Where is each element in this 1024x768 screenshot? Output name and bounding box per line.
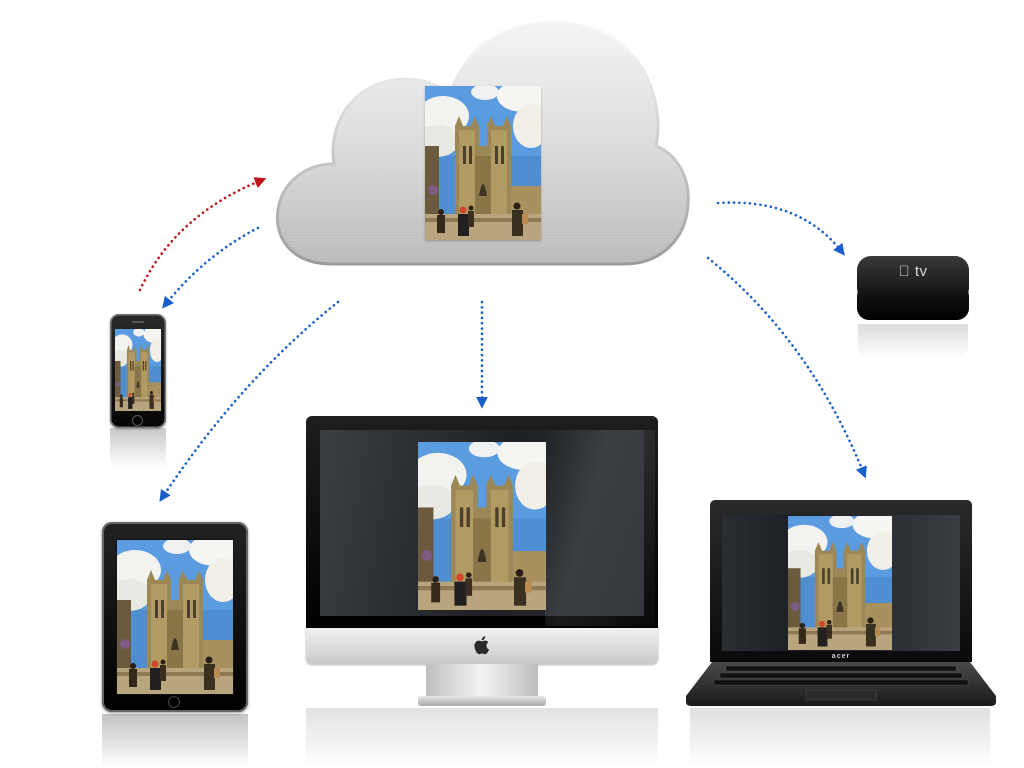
laptop-brand-logo: acer: [831, 653, 851, 660]
imac-screen-glare: [545, 430, 655, 626]
download-arrow-cloud-to-apple-tv: [716, 201, 845, 256]
ipad-reflection: [102, 714, 248, 768]
download-arrow-cloud-to-ipad: [159, 300, 340, 502]
imac-reflection: [306, 708, 658, 768]
apple-tv-device: [857, 256, 969, 320]
laptop-keyboard-base: [686, 662, 996, 706]
apple-logo-icon: : [898, 263, 910, 280]
imac-stand-foot: [418, 696, 546, 706]
download-arrow-cloud-to-laptop: [706, 256, 867, 479]
apple-tv-reflection: [858, 324, 968, 358]
iphone-home-button: [132, 415, 143, 426]
download-arrow-cloud-to-iphone: [162, 226, 260, 309]
apple-tv-label-text: tv: [906, 263, 927, 280]
ipad-home-button: [168, 696, 180, 708]
imac-stand-neck: [426, 664, 538, 698]
apple-logo-icon: [474, 636, 489, 655]
iphone-speaker: [132, 321, 144, 323]
apple-tv-label:  tv: [880, 262, 946, 282]
iphone-reflection: [110, 428, 166, 468]
laptop-reflection: [690, 708, 990, 766]
